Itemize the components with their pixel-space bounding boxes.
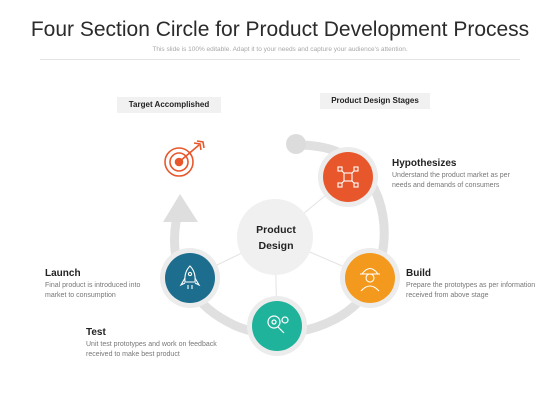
build-desc: Prepare the prototypes as per informatio…	[406, 281, 535, 301]
test-desc: Unit test prototypes and work on feedbac…	[86, 340, 217, 360]
launch-title: Launch	[45, 268, 81, 279]
magnifier-gear-icon	[267, 315, 289, 334]
hypothesizes-desc: Understand the product market as per nee…	[392, 171, 510, 191]
build-desc-line2: received from above stage	[406, 292, 489, 299]
node-build	[340, 248, 400, 308]
test-title: Test	[86, 327, 106, 338]
hypothesizes-desc-line1: Understand the product market as per	[392, 172, 510, 179]
node-test	[247, 296, 307, 356]
network-icon	[337, 166, 359, 188]
launch-desc-line2: market to consumption	[45, 292, 116, 299]
center-label-line2: Design	[258, 240, 294, 252]
node-hypothesizes	[318, 147, 378, 207]
test-desc-line1: Unit test prototypes and work on feedbac…	[86, 341, 217, 348]
launch-desc-line1: Final product is introduced into	[45, 282, 141, 289]
engineer-icon	[360, 267, 380, 292]
title-divider	[40, 59, 520, 60]
arc-start-dot	[286, 134, 306, 154]
launch-desc: Final product is introduced into market …	[45, 281, 140, 301]
node-launch	[160, 248, 220, 308]
slide-subtitle: This slide is 100% editable. Adapt it to…	[152, 46, 408, 53]
hypothesizes-desc-line2: needs and demands of consumers	[392, 182, 500, 189]
tag-target-accomplished: Target Accomplished	[117, 97, 221, 113]
target-icon	[164, 140, 205, 177]
center-circle	[237, 199, 313, 275]
slide-title: Four Section Circle for Product Developm…	[30, 18, 530, 41]
build-title: Build	[406, 268, 431, 279]
center-label: Product Design	[232, 222, 320, 254]
tag-product-design-stages: Product Design Stages	[320, 93, 430, 109]
center-label-line1: Product	[256, 224, 296, 236]
build-desc-line1: Prepare the prototypes as per informatio…	[406, 282, 536, 289]
rocket-icon	[179, 265, 201, 289]
hypothesizes-title: Hypothesizes	[392, 158, 457, 169]
arc-arrow-head	[163, 194, 198, 222]
test-desc-line2: received to make best product	[86, 351, 180, 358]
